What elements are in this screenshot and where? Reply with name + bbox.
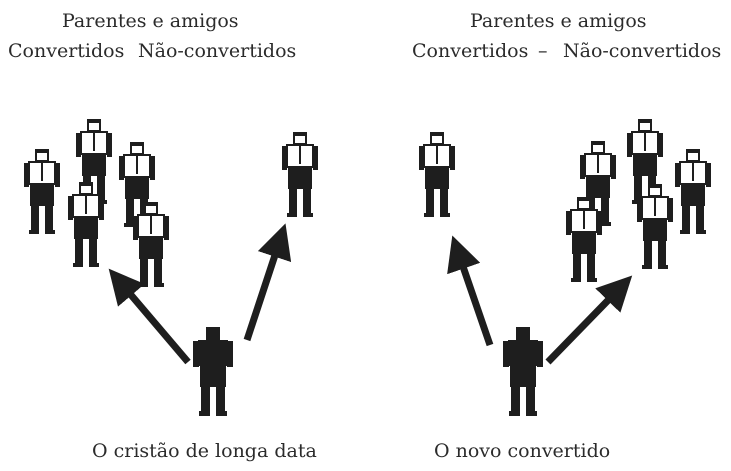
person-icon — [636, 184, 674, 270]
arrow-icon — [447, 235, 494, 347]
person-icon — [67, 182, 105, 268]
person-icon — [132, 202, 170, 288]
left-heading-converted: Convertidos — [8, 40, 125, 62]
person-icon — [674, 149, 712, 235]
arrow-icon — [545, 275, 633, 365]
long-time-christian-icon — [193, 327, 233, 416]
right-heading-dash: – — [538, 40, 548, 62]
right-caption: O novo convertido — [434, 440, 611, 462]
arrow-icon — [243, 223, 292, 342]
left-caption: O cristão de longa data — [92, 440, 317, 462]
right-heading-unconverted: Não-convertidos — [563, 40, 722, 62]
new-convert-icon — [503, 327, 543, 416]
person-icon — [418, 132, 456, 218]
left-heading-line1: Parentes e amigos — [62, 10, 239, 32]
person-icon — [23, 149, 61, 235]
right-heading-line1: Parentes e amigos — [470, 10, 647, 32]
person-icon — [281, 132, 319, 218]
person-icon — [565, 197, 603, 283]
right-heading-converted: Convertidos — [412, 40, 529, 62]
arrow-icon — [108, 268, 191, 365]
left-heading-unconverted: Não-convertidos — [138, 40, 297, 62]
